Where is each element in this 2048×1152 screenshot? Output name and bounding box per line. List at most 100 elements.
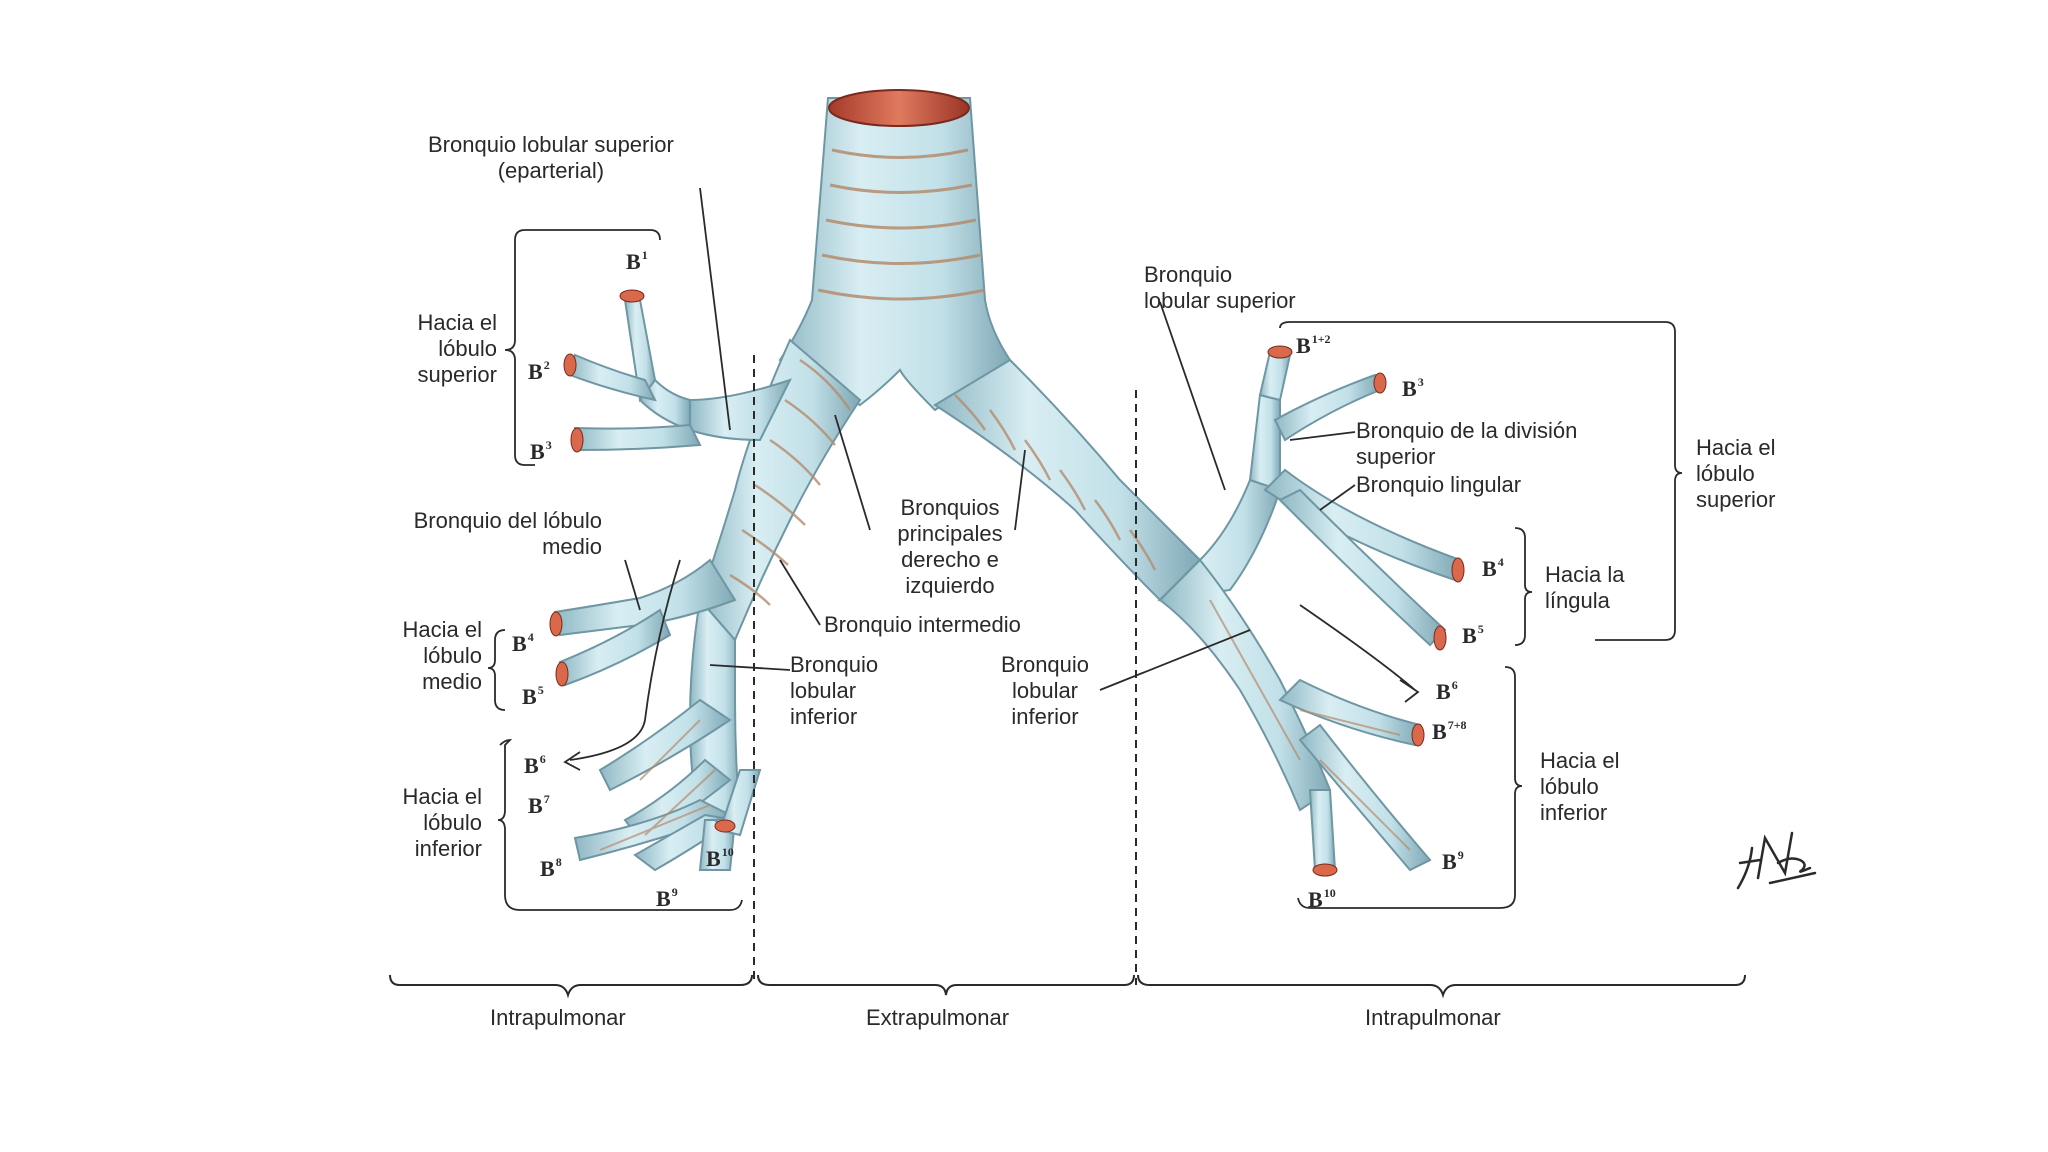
label-intermediate-bronchus: Bronquio intermedio [824, 612, 1021, 638]
segment-letter: B [1308, 887, 1323, 912]
label-left-upper-lobar-bronchus: Bronquio lobular superior [1144, 262, 1296, 314]
segment-label-l-b9: B9 [1442, 848, 1464, 875]
segment-number: 5 [537, 683, 544, 697]
label-line: inferior [790, 704, 858, 729]
segment-letter: B [626, 249, 641, 274]
segment-letter: B [1402, 376, 1417, 401]
segment-label-r-b7: B7 [528, 792, 550, 819]
region-label-intrapulmonary-left: Intrapulmonar [1365, 1005, 1501, 1030]
label-toward-middle-lobe: Hacia el lóbulo medio [382, 617, 482, 695]
label-line: Bronquio [790, 652, 879, 677]
segment-number: 3 [1417, 375, 1424, 389]
segment-number: 5 [1477, 622, 1484, 636]
label-line: lóbulo [423, 810, 482, 835]
label-line: lobular [1011, 678, 1079, 703]
segment-label-l-b10: B10 [1308, 886, 1336, 913]
label-line: Bronquio [1144, 262, 1233, 287]
segment-letter: B [512, 631, 527, 656]
segment-letter: B [1442, 849, 1457, 874]
segment-label-l-b5: B5 [1462, 622, 1484, 649]
segment-letter: B [1436, 679, 1451, 704]
label-line: lóbulo [438, 336, 497, 361]
region-braces [389, 974, 1746, 999]
segment-number: 7 [543, 792, 550, 806]
label-line: medio [542, 534, 602, 559]
label-right-lower-lobar-bronchus: Bronquio lobular inferior [790, 652, 878, 730]
segment-number: 4 [1497, 555, 1504, 569]
label-line: superior [417, 362, 497, 387]
left-lower-lobe-bronchus [1158, 558, 1432, 877]
label-line: Hacia el [402, 784, 482, 809]
segment-number: 3 [545, 438, 552, 452]
left-upper-lobe-bronchus [1157, 345, 1465, 651]
label-toward-lingula: Hacia la língula [1545, 562, 1624, 614]
label-line: Bronquios [900, 495, 1000, 520]
label-line: derecho e [901, 547, 999, 572]
label-line: Bronquio lingular [1356, 472, 1522, 497]
segment-label-l-b1-2: B1+2 [1296, 332, 1331, 359]
segment-number: 10 [1323, 886, 1336, 900]
segment-letter: B [1296, 333, 1311, 358]
segment-number: 7+8 [1447, 718, 1467, 732]
trachea [778, 89, 1012, 412]
region-label-intrapulmonary-right: Intrapulmonar [490, 1005, 626, 1030]
label-line: inferior [1011, 704, 1079, 729]
label-superior-division-bronchus: Bronquio de la división superior [1356, 418, 1577, 470]
segment-label-r-b9: B9 [656, 885, 678, 912]
segment-label-l-b3: B3 [1402, 375, 1424, 402]
segment-label-l-b6: B6 [1436, 678, 1458, 705]
label-line: Bronquio lobular superior [428, 132, 674, 157]
label-line: Hacia el [417, 310, 497, 335]
segment-letter: B [522, 684, 537, 709]
segment-number: 6 [539, 752, 546, 766]
segment-label-r-b6: B6 [524, 752, 546, 779]
label-toward-left-upper-lobe: Hacia el lóbulo superior [1696, 435, 1775, 513]
label-line: lóbulo [1696, 461, 1755, 486]
label-toward-right-lower-lobe: Hacia el lóbulo inferior [382, 784, 482, 862]
label-toward-right-upper-lobe: Hacia el lóbulo superior [392, 310, 497, 388]
label-line: inferior [414, 836, 482, 861]
label-line: lobular superior [1144, 288, 1296, 313]
label-line: principales [897, 521, 1003, 546]
segment-letter: B [656, 886, 671, 911]
label-line: lobular [790, 678, 857, 703]
right-middle-lobe-bronchus [549, 558, 737, 687]
segment-letter: B [1482, 556, 1497, 581]
segment-label-r-b3: B3 [530, 438, 552, 465]
label-line: Hacia la [1545, 562, 1625, 587]
label-left-lower-lobar-bronchus: Bronquio lobular inferior [985, 652, 1105, 730]
segment-letter: B [528, 793, 543, 818]
label-line: lóbulo [423, 643, 482, 668]
artist-signature [1736, 831, 1817, 890]
segment-label-l-b4: B4 [1482, 555, 1504, 582]
segment-number: 2 [543, 358, 550, 372]
label-toward-left-lower-lobe: Hacia el lóbulo inferior [1540, 748, 1619, 826]
label-line: língula [1545, 588, 1610, 613]
label-line: Hacia el [1696, 435, 1776, 460]
right-lower-lobe-bronchus [573, 698, 762, 872]
region-label-extrapulmonary: Extrapulmonar [866, 1005, 1010, 1030]
segment-label-r-b8: B8 [540, 855, 562, 882]
right-upper-lobe-bronchus [563, 289, 792, 453]
segment-label-r-b5: B5 [522, 683, 544, 710]
segment-number: 10 [721, 845, 734, 859]
label-line: inferior [1540, 800, 1608, 825]
segment-label-l-b7-8: B7+8 [1432, 718, 1467, 745]
segment-label-r-b1: B1 [626, 248, 648, 275]
label-right-upper-lobar-bronchus: Bronquio lobular superior (eparterial) [428, 132, 674, 184]
segment-number: 1+2 [1311, 332, 1331, 346]
label-line: Hacia el [1540, 748, 1620, 773]
label-line: lóbulo [1540, 774, 1599, 799]
region-dividers [753, 355, 1137, 985]
label-line: Hacia el [402, 617, 482, 642]
segment-label-r-b2: B2 [528, 358, 550, 385]
label-main-bronchi: Bronquios principales derecho e izquierd… [880, 495, 1020, 599]
label-lingular-bronchus: Bronquio lingular [1356, 472, 1521, 498]
segment-letter: B [706, 846, 721, 871]
label-line: (eparterial) [497, 158, 605, 183]
segment-letter: B [1432, 719, 1447, 744]
segment-letter: B [530, 439, 545, 464]
segment-label-r-b10: B10 [706, 845, 734, 872]
